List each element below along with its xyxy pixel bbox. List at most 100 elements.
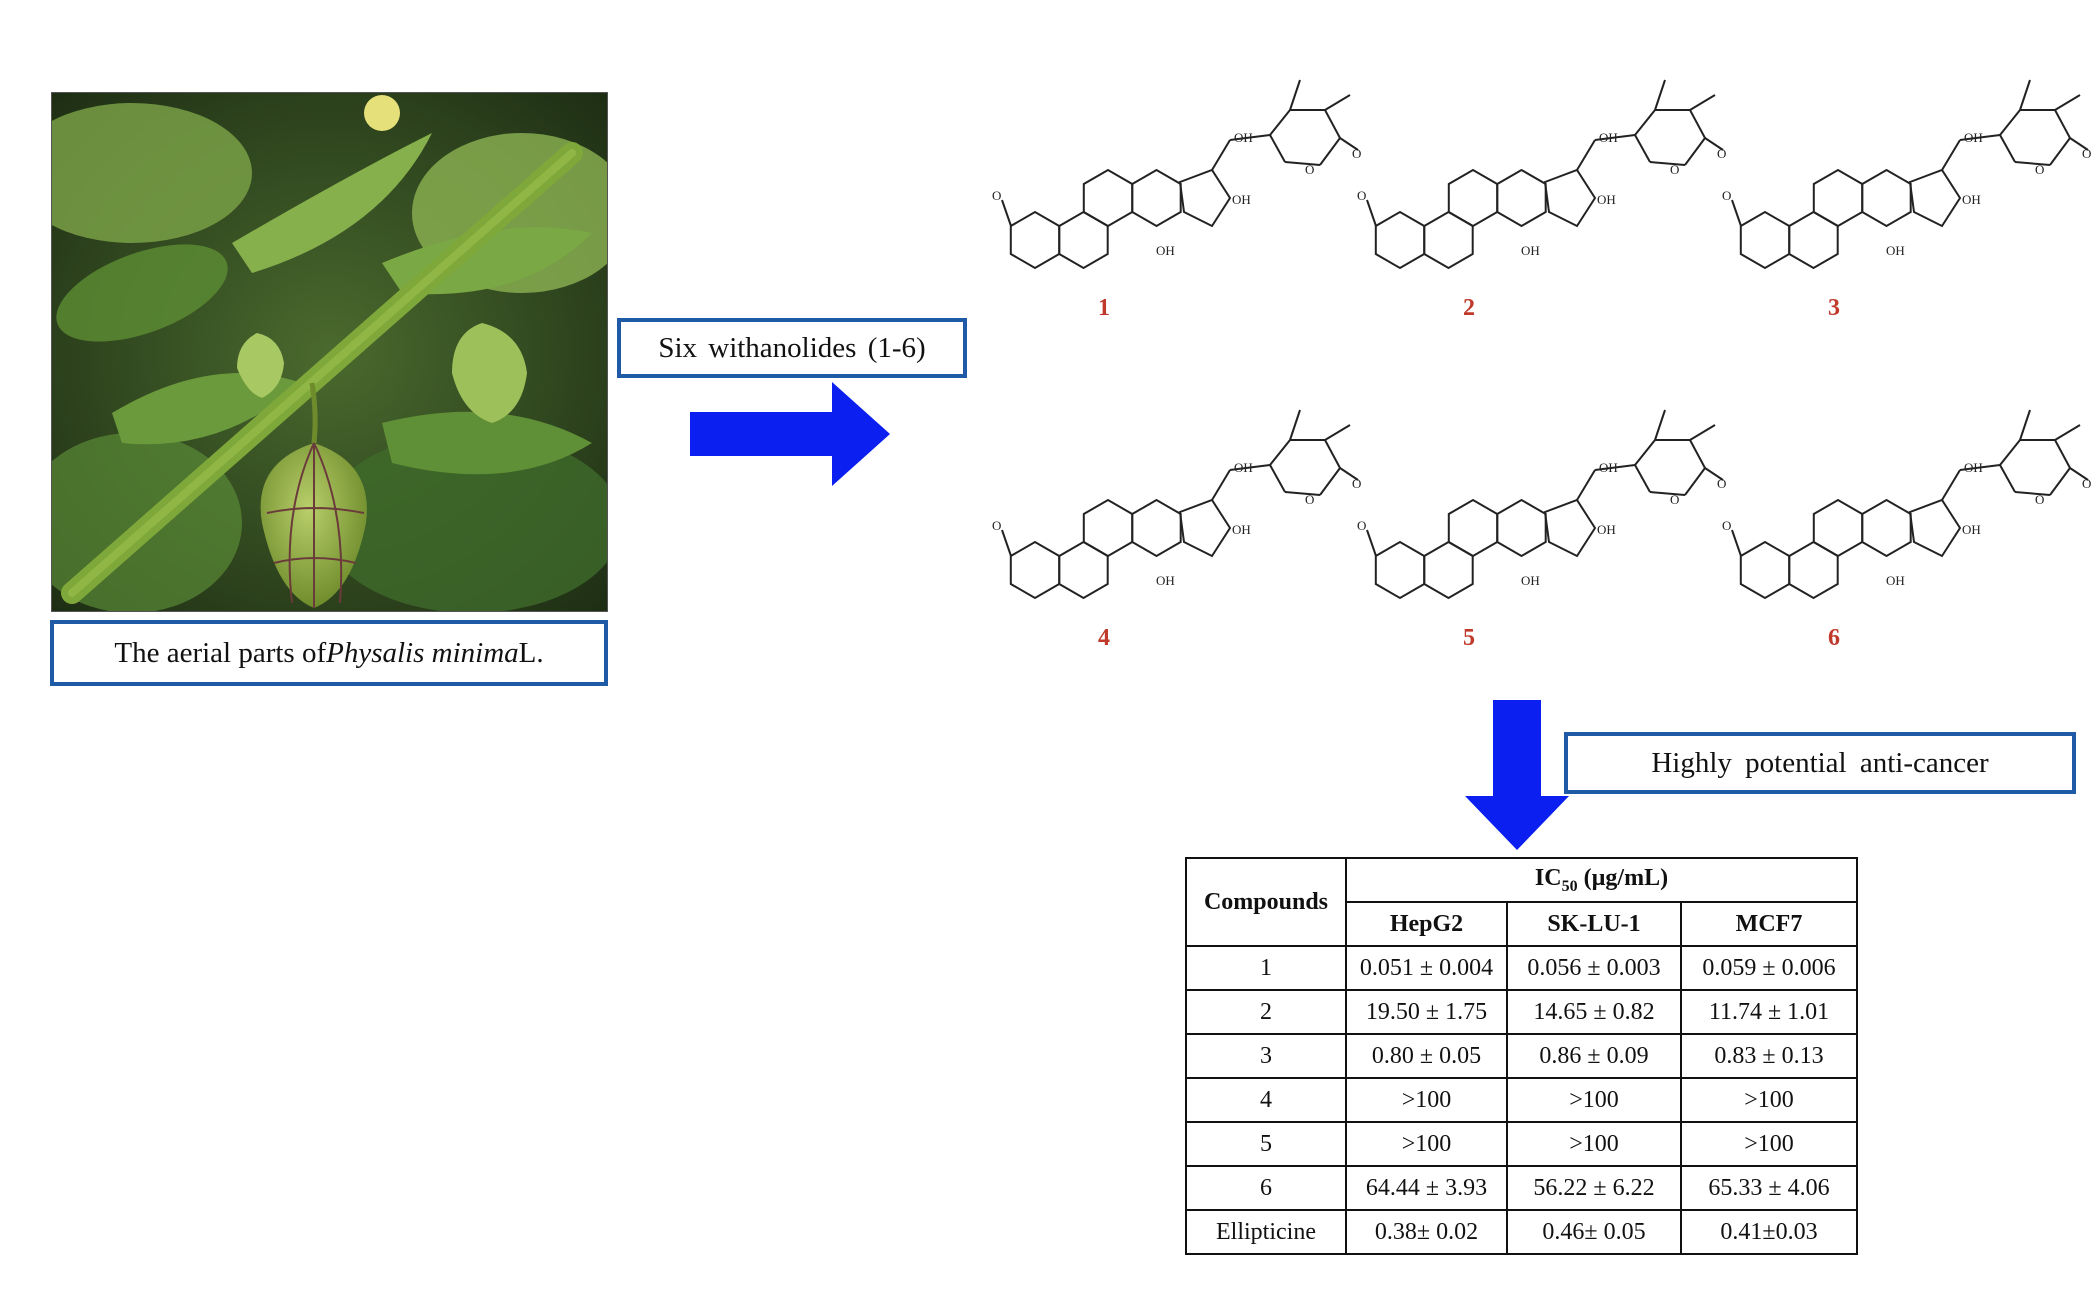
chain-bond <box>1999 439 2021 466</box>
ring-o-label: O <box>1670 492 1679 507</box>
row-value: >100 <box>1680 1077 1858 1123</box>
chain-bond <box>1324 424 1351 441</box>
oh-label: OH <box>1597 522 1616 537</box>
oh-label: OH <box>1599 130 1618 145</box>
oh-label: OH <box>1597 192 1616 207</box>
carbonyl-bond <box>2069 467 2089 481</box>
oh-label: OH <box>1521 243 1540 258</box>
chain-bond <box>1649 161 1686 166</box>
table-row: 4 >100 >100 >100 <box>1185 1077 1858 1123</box>
oh-label: OH <box>1232 522 1251 537</box>
cell-line-sklu1: SK-LU-1 <box>1506 901 1682 947</box>
carbonyl-o-label: O <box>2082 146 2091 161</box>
cell-line-mcf7: MCF7 <box>1680 901 1858 947</box>
row-value: 56.22 ± 6.22 <box>1506 1165 1682 1211</box>
chain-bond <box>1319 137 1341 166</box>
chain-bond <box>1594 464 1636 471</box>
ring-bond <box>1009 210 1061 270</box>
ring-bond <box>1131 498 1182 558</box>
row-value: 64.44 ± 3.93 <box>1345 1165 1508 1211</box>
row-value: 0.41±0.03 <box>1680 1209 1858 1255</box>
chain-bond <box>1229 134 1271 141</box>
row-value: >100 <box>1345 1121 1508 1167</box>
row-value: 0.46± 0.05 <box>1506 1209 1682 1255</box>
chain-bond <box>1324 94 1351 111</box>
chain-bond <box>1284 491 1321 496</box>
oh-label: OH <box>1962 522 1981 537</box>
row-value: >100 <box>1345 1077 1508 1123</box>
cell-line-hepg2: HepG2 <box>1345 901 1508 947</box>
chain-bond <box>1684 137 1706 166</box>
caption-suffix: L. <box>518 636 544 669</box>
chain-bond <box>1229 464 1271 471</box>
ring-bond <box>1739 540 1791 600</box>
table-row: 6 64.44 ± 3.93 56.22 ± 6.22 65.33 ± 4.06 <box>1185 1165 1858 1211</box>
ring-bond <box>1908 498 1962 558</box>
chain-bond <box>2049 467 2071 496</box>
ring-bond <box>1812 498 1864 558</box>
chain-bond <box>1999 464 2016 493</box>
ring-bond <box>1812 168 1864 228</box>
oh-label: OH <box>1232 192 1251 207</box>
chain-bond <box>1999 109 2021 136</box>
carbonyl-bond <box>1339 137 1359 151</box>
compound-number: 3 <box>1828 295 1840 321</box>
ring-bond <box>1058 210 1109 270</box>
photo-caption: The aerial parts of Physalis minima L. <box>50 620 608 686</box>
carbonyl-o-label: O <box>1357 518 1366 533</box>
row-value: 0.056 ± 0.003 <box>1506 945 1682 991</box>
chain-bond <box>2054 424 2081 441</box>
ring-bond <box>1423 540 1474 600</box>
ring-bond <box>1374 540 1426 600</box>
oh-label: OH <box>1521 573 1540 588</box>
ring-o-label: O <box>2035 162 2044 177</box>
ring-bond <box>1496 498 1547 558</box>
oh-label: OH <box>1234 130 1253 145</box>
row-value: 0.83 ± 0.13 <box>1680 1033 1858 1079</box>
chain-bond <box>1289 409 1301 441</box>
row-value: 0.051 ± 0.004 <box>1345 945 1508 991</box>
row-value: 19.50 ± 1.75 <box>1345 989 1508 1035</box>
oh-label: OH <box>1962 192 1981 207</box>
row-compound: 6 <box>1185 1165 1347 1211</box>
chain-bond <box>1999 134 2016 163</box>
row-value: 0.059 ± 0.006 <box>1680 945 1858 991</box>
chain-bond <box>1319 467 1341 496</box>
carbonyl-bond <box>1001 199 1012 227</box>
chain-bond <box>1269 134 1286 163</box>
chain-bond <box>2054 109 2071 139</box>
ring-bond <box>1009 540 1061 600</box>
oh-label: OH <box>1156 573 1175 588</box>
chain-bond <box>1269 439 1291 466</box>
ring-bond <box>1543 498 1597 558</box>
oh-label: OH <box>1964 130 1983 145</box>
ring-bond <box>1496 168 1547 228</box>
chain-bond <box>1634 134 1651 163</box>
structure-5: O OH OH OH O O 5 <box>1345 370 1726 680</box>
chain-bond <box>1689 109 1706 139</box>
oh-label: OH <box>1234 460 1253 475</box>
carbonyl-o-label: O <box>1352 476 1361 491</box>
six-withanolides-label: Six withanolides (1-6) <box>617 318 967 378</box>
carbonyl-o-label: O <box>1352 146 1361 161</box>
oh-label: OH <box>1964 460 1983 475</box>
table-row: 3 0.80 ± 0.05 0.86 ± 0.09 0.83 ± 0.13 <box>1185 1033 1858 1079</box>
compound-number: 5 <box>1463 625 1475 651</box>
ring-o-label: O <box>1305 162 1314 177</box>
chain-bond <box>1654 79 1666 111</box>
carbonyl-o-label: O <box>992 188 1001 203</box>
oh-label: OH <box>1599 460 1618 475</box>
carbonyl-o-label: O <box>1722 518 1731 533</box>
chain-bond <box>1654 409 1666 441</box>
chain-bond <box>1324 109 1341 139</box>
chain-bond <box>2014 491 2051 496</box>
ring-bond <box>1178 168 1232 228</box>
ring-bond <box>1131 168 1182 228</box>
chain-bond <box>1959 464 2001 471</box>
